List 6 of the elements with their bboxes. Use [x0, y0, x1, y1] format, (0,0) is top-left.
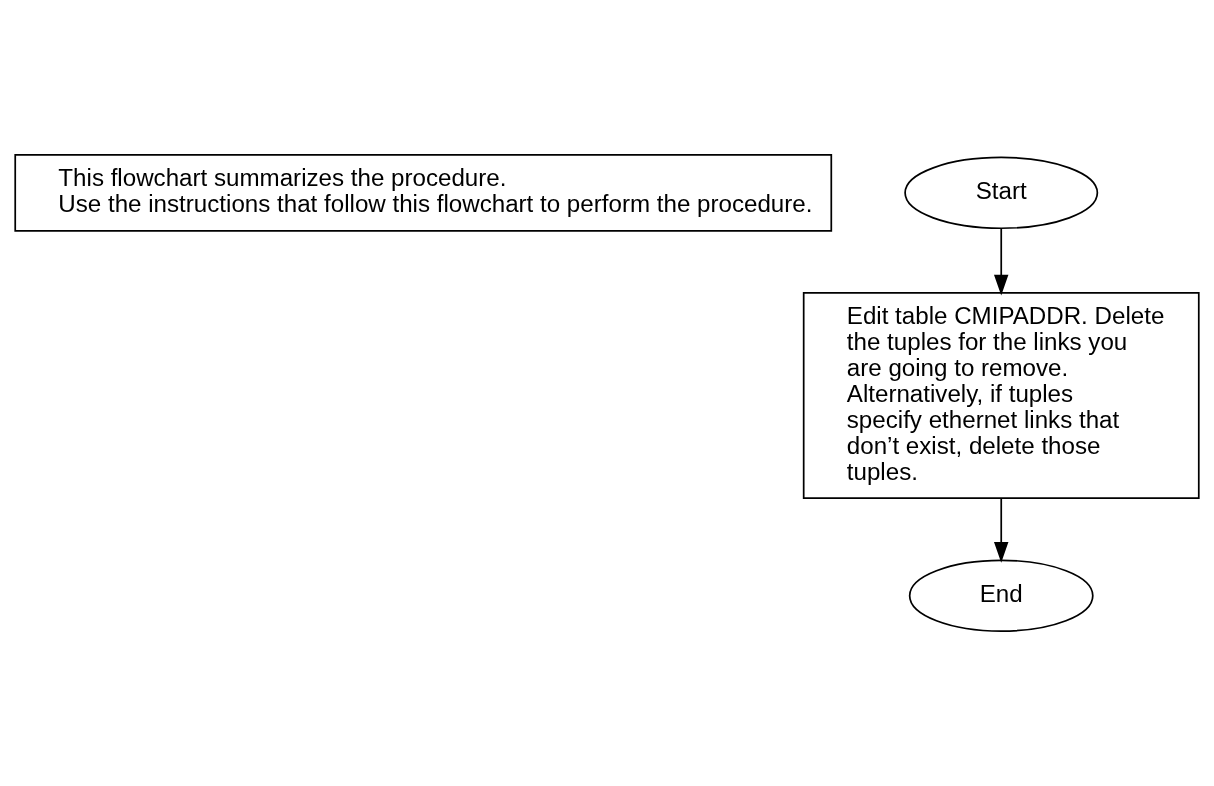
arrow: [993, 497, 1009, 563]
node-ellipse: End: [908, 559, 1094, 632]
node-ellipse: Start: [904, 156, 1099, 230]
node-box: This flowchart summarizes the procedure. Use the instructions that follow this flowchart to perform the procedure.: [14, 154, 833, 232]
arrow: [993, 227, 1009, 296]
node-box: Edit table CMIPADDR. Delete the tuples for the links you are going to remove. Alternatively, if tuples specify ethernet links that don’t exist, delete those tuples.: [802, 292, 1200, 500]
